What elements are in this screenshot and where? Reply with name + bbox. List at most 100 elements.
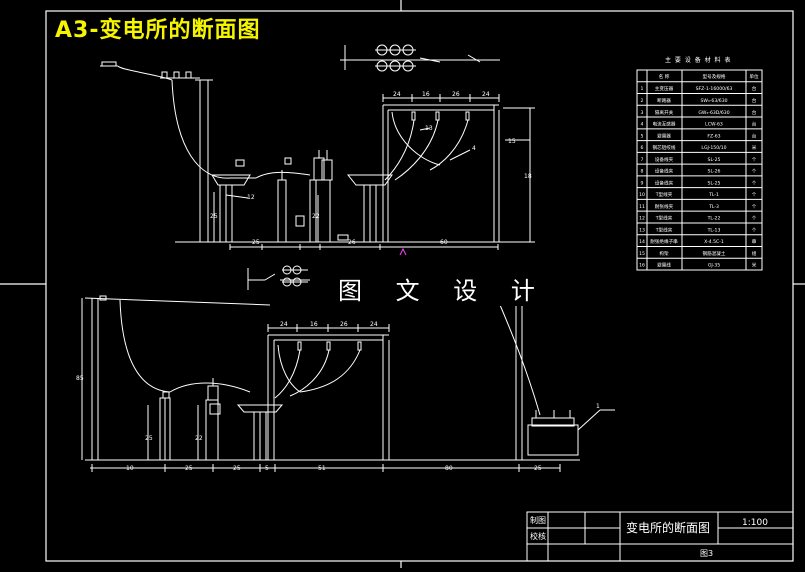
dim-bot-b3: 25: [233, 465, 241, 472]
table-caption: 主 要 设 备 材 料 表: [665, 56, 731, 64]
table-cell-spec: SL-26: [708, 169, 721, 175]
table-cell-unit: 台: [752, 132, 757, 139]
bottom-section: [81, 289, 615, 472]
dim-bot-b4: 5: [265, 465, 269, 472]
table-cell-no: 2: [641, 98, 644, 104]
table-cell-no: 3: [641, 110, 644, 116]
table-cell-no: 14: [639, 239, 645, 245]
table-cell-spec: SL-25: [708, 180, 721, 186]
table-cell-no: 1: [641, 86, 644, 92]
table-cell-no: 12: [639, 216, 645, 222]
dim-top-col-2: 22: [312, 213, 320, 220]
tb-drawing-no: 图3: [700, 549, 713, 558]
table-cell-unit: 个: [752, 216, 757, 222]
table-cell-unit: 个: [752, 204, 757, 210]
dim-top-bottom-2: 26: [348, 239, 356, 246]
title-block: [526, 511, 794, 562]
table-cell-unit: 米: [752, 262, 757, 269]
table-header-cell: 名 称: [659, 73, 670, 80]
table-cell-no: 11: [639, 204, 645, 210]
table-cell-name: 避雷器: [657, 132, 671, 139]
dim-bot-b5: 51: [318, 465, 326, 472]
table-cell-no: 13: [639, 227, 645, 233]
dim-top-span-4: 24: [482, 91, 490, 98]
watermark-text: 图 文 设 计: [334, 271, 552, 306]
table-cell-name: T型线夹: [655, 226, 673, 233]
dim-bot-height: 85: [76, 375, 84, 382]
dim-bot-b2: 25: [185, 465, 193, 472]
center-marker: [399, 247, 407, 256]
dim-bot-b1: 10: [126, 465, 134, 472]
table-cell-spec: 钢筋混凝土: [703, 250, 726, 257]
table-cell-spec: SW₃-63/630: [700, 98, 727, 104]
table-cell-unit: 组: [752, 250, 757, 257]
table-cell-no: 10: [639, 192, 645, 198]
table-cell-no: 6: [641, 145, 644, 151]
top-section: [100, 61, 535, 250]
dimension-labels: 24 16 26 24 18 15 25 26 60 25 22 24 16 2…: [76, 91, 600, 472]
dim-bot-b7: 25: [534, 465, 542, 472]
table-cell-no: 7: [641, 157, 644, 163]
table-cell-name: 构架: [659, 250, 669, 257]
table-cell-spec: TL-3: [708, 204, 719, 210]
table-cell-no: 4: [641, 122, 644, 128]
dim-bot-b6: 80: [445, 465, 453, 472]
table-cell-spec: LCW-63: [705, 122, 723, 128]
table-cell-spec: GW₅-63D/630: [698, 110, 729, 116]
table-cell-no: 16: [639, 263, 645, 269]
table-cell-unit: 个: [752, 227, 757, 233]
table-cell-spec: GJ-35: [708, 263, 720, 269]
table-header-cell: 单位: [749, 73, 759, 80]
table-cell-name: 设备线夹: [655, 156, 674, 163]
table-cell-name: T型线夹: [655, 215, 673, 222]
table-cell-no: 9: [641, 180, 644, 186]
dim-bot-span-4: 24: [370, 321, 378, 328]
table-cell-name: 隔离开关: [655, 109, 674, 116]
table-cell-spec: SL-25: [708, 157, 721, 163]
table-cell-unit: 米: [752, 144, 757, 151]
table-cell-name: 耐张绝缘子串: [650, 238, 678, 245]
table-cell-unit: 个: [752, 192, 757, 198]
table-cell-name: 主变压器: [655, 85, 674, 92]
dim-bot-span-2: 16: [310, 321, 318, 328]
table-cell-unit: 串: [752, 239, 757, 245]
bottom-schematic: [247, 265, 310, 290]
table-cell-unit: 台: [752, 85, 757, 92]
dim-top-span-2: 16: [422, 91, 430, 98]
table-cell-name: 耐张线夹: [655, 203, 674, 210]
table-cell-unit: 个: [752, 180, 757, 186]
table-cell-no: 5: [641, 133, 644, 139]
dim-top-span-1: 24: [393, 91, 401, 98]
table-cell-spec: TL-22: [707, 216, 721, 222]
table-caption-group: 主 要 设 备 材 料 表: [665, 56, 731, 64]
dim-top-bottom-1: 25: [252, 239, 260, 246]
dim-bot-col-1: 25: [145, 435, 153, 442]
tb-scale: 1:100: [742, 518, 768, 528]
callout-4: 1: [596, 403, 600, 410]
table-cell-unit: 台: [752, 121, 757, 128]
dim-top-height: 18: [524, 173, 532, 180]
table-cell-unit: 台: [752, 97, 757, 104]
table-cell-name: 钢芯铝绞线: [653, 144, 676, 151]
table-cell-no: 8: [641, 169, 644, 175]
tb-check-label: 校核: [530, 531, 546, 541]
callout-3: 12: [247, 194, 255, 201]
tb-drawing-name: 变电所的断面图: [626, 520, 710, 535]
table-cell-spec: FZ-63: [707, 133, 720, 139]
tb-design-label: 制图: [530, 515, 546, 525]
table-cell-name: T型线夹: [655, 191, 673, 198]
table-cell-no: 15: [639, 251, 645, 257]
dim-top-span-3: 26: [452, 91, 460, 98]
dim-bot-span-3: 26: [340, 321, 348, 328]
callout-2: 13: [425, 125, 433, 132]
dim-top-col-1: 25: [210, 213, 218, 220]
table-cell-name: 设备线夹: [655, 168, 674, 175]
page-title: A3-变电所的断面图: [55, 18, 261, 43]
dim-bot-span-1: 24: [280, 321, 288, 328]
material-table: [636, 69, 763, 271]
dim-top-side: 15: [508, 138, 516, 145]
